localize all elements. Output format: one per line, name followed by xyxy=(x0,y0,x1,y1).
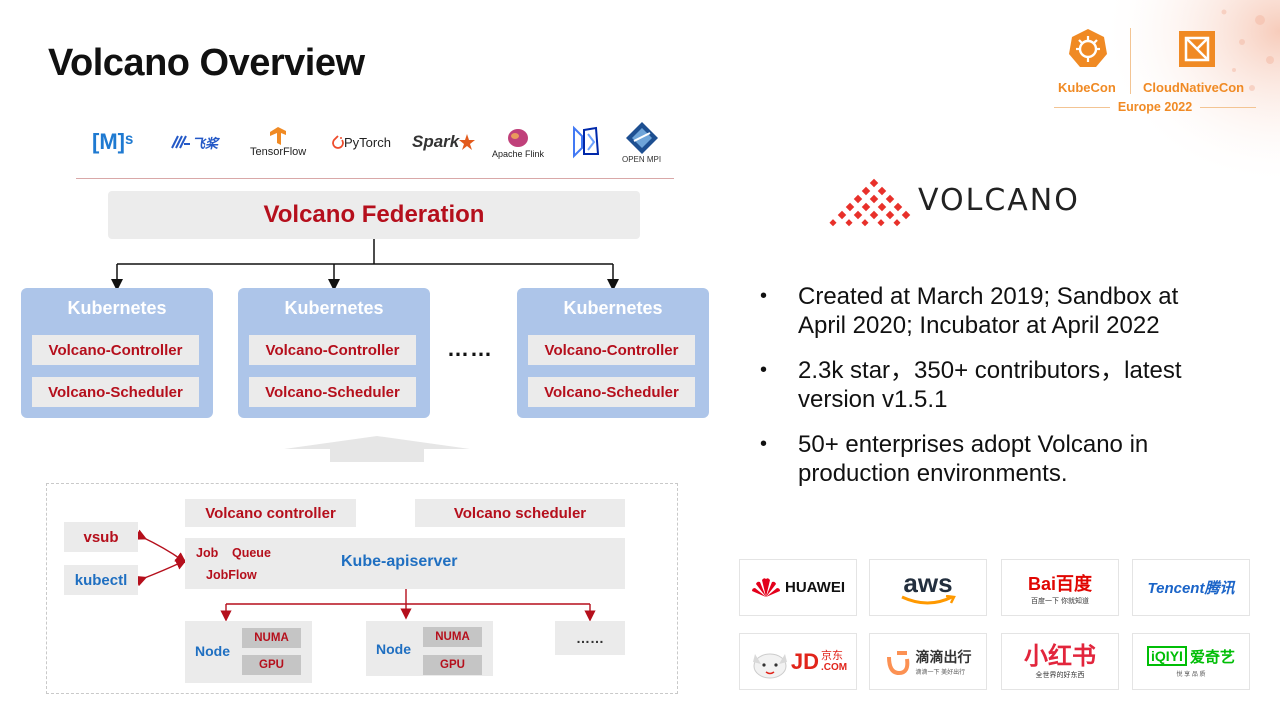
volcano-controller-box: Volcano-Controller xyxy=(528,335,695,365)
didi-slogan: 滴滴一下 美好出行 xyxy=(915,670,966,676)
fact-history: Created at March 2019; Sandbox at April … xyxy=(760,282,1200,340)
cluster-title: Kubernetes xyxy=(67,298,167,318)
volcano-scheduler-box: Volcano-Scheduler xyxy=(249,377,416,407)
flink-label: Apache Flink xyxy=(492,149,545,159)
edition-rule-right xyxy=(1200,107,1256,108)
cluster-title: Kubernetes xyxy=(563,298,663,318)
fact-adoption: 50+ enterprises adopt Volcano in product… xyxy=(760,430,1200,488)
crd-job-label: Job xyxy=(196,546,219,560)
xiaohongshu-logo: 小红书 全世界的好东西 xyxy=(1001,633,1119,690)
slide-title: Volcano Overview xyxy=(48,42,365,84)
spark-logo: Spark xyxy=(412,118,476,166)
aws-label: aws xyxy=(903,567,953,598)
tencent-logo: Tencent腾讯 xyxy=(1132,559,1250,616)
baidu-label: Bai百度 xyxy=(1027,573,1092,594)
cluster-title: Kubernetes xyxy=(284,298,384,318)
kubecon-logo-icon xyxy=(1069,29,1107,67)
volcano-controller-box: Volcano-Controller xyxy=(249,335,416,365)
node-box-1: Node NUMA GPU xyxy=(185,621,312,683)
key-facts-list: Created at March 2019; Sandbox at April … xyxy=(760,282,1200,504)
node-box-2: Node NUMA GPU xyxy=(366,621,493,676)
huawei-flower-icon xyxy=(752,577,780,597)
volcano-scheduler-detail: Volcano scheduler xyxy=(415,499,625,527)
openmpi-icon xyxy=(625,121,658,154)
xiaohongshu-label: 小红书 xyxy=(1024,642,1096,670)
flink-logo: Apache Flink xyxy=(492,118,544,166)
huawei-label: HUAWEI xyxy=(785,579,845,596)
spark-star-icon xyxy=(459,134,476,150)
baidu-logo: Bai百度 百度一下 你就知道 xyxy=(1001,559,1119,616)
jd-logo: JD 京东 .COM xyxy=(739,633,857,690)
didi-label: 滴滴出行 xyxy=(915,649,972,665)
pytorch-label: PyTorch xyxy=(344,134,391,150)
node-label: Node xyxy=(376,641,411,657)
mindspore-logo: [M]ˢ xyxy=(92,118,133,166)
aws-logo: aws xyxy=(869,559,987,616)
node-ellipsis: …… xyxy=(555,621,625,655)
tensorflow-logo: TensorFlow xyxy=(250,118,306,166)
aws-smile-icon xyxy=(901,594,956,604)
volcano-controller-detail: Volcano controller xyxy=(185,499,356,527)
paddlepaddle-logo: 飞桨 xyxy=(170,118,218,166)
volcano-mark-icon xyxy=(829,178,911,227)
jd-label: JD xyxy=(790,648,819,674)
openmpi-logo: OPEN MPI xyxy=(622,118,661,166)
flink-squirrel-icon xyxy=(508,129,529,147)
cluster-detail-panel xyxy=(46,483,678,694)
node-label: Node xyxy=(195,643,230,659)
kube-apiserver-label: Kube-apiserver xyxy=(341,553,458,570)
jd-com-label: .COM xyxy=(821,661,848,673)
kubeflow-logo-icon xyxy=(568,118,604,166)
crd-queue-label: Queue xyxy=(232,546,271,560)
up-arrow-icon xyxy=(284,436,470,462)
pytorch-icon xyxy=(332,135,344,149)
brand-divider xyxy=(1130,28,1131,94)
volcano-federation-box: Volcano Federation xyxy=(108,191,640,239)
numa-chip: NUMA xyxy=(423,627,482,647)
tensorflow-icon xyxy=(270,127,287,145)
jd-cn-label: 京东 xyxy=(821,649,843,662)
pytorch-logo: PyTorch xyxy=(332,118,391,166)
kubernetes-cluster-1: Kubernetes Volcano-Controller Volcano-Sc… xyxy=(21,288,213,418)
volcano-scheduler-box: Volcano-Scheduler xyxy=(32,377,199,407)
iqiyi-slogan: 悦 享 品 质 xyxy=(1176,671,1206,678)
spark-label: Spark xyxy=(412,132,460,151)
openmpi-label: OPEN MPI xyxy=(622,154,662,164)
xiaohongshu-slogan: 全世界的好东西 xyxy=(1035,671,1085,679)
fact-community: 2.3k star，350+ contributors，latest versi… xyxy=(760,356,1200,414)
kubernetes-cluster-3: Kubernetes Volcano-Controller Volcano-Sc… xyxy=(517,288,709,418)
cloudnativecon-label: CloudNativeCon xyxy=(1143,80,1245,95)
tencent-label: Tencent腾讯 xyxy=(1147,580,1235,597)
kubectl-box: kubectl xyxy=(64,565,138,595)
numa-chip: NUMA xyxy=(242,628,301,648)
paddle-label: 飞桨 xyxy=(192,135,219,151)
kube-apiserver-box xyxy=(185,538,625,589)
vsub-box: vsub xyxy=(64,522,138,552)
edition-rule-left xyxy=(1054,107,1110,108)
jd-dog-icon xyxy=(752,653,787,678)
crd-jobflow-label: JobFlow xyxy=(206,568,257,582)
kubernetes-cluster-2: Kubernetes Volcano-Controller Volcano-Sc… xyxy=(238,288,430,418)
didi-logo: 滴滴出行 滴滴一下 美好出行 xyxy=(869,633,987,690)
iqiyi-label: iQIYI xyxy=(1147,646,1187,666)
iqiyi-cn-label: 爱奇艺 xyxy=(1189,648,1235,666)
didi-icon xyxy=(886,650,909,675)
tensorflow-label: TensorFlow xyxy=(250,146,307,158)
logos-divider xyxy=(76,178,674,179)
baidu-slogan: 百度一下 你就知道 xyxy=(1031,597,1089,605)
iqiyi-logo: iQIYI 爱奇艺 悦 享 品 质 xyxy=(1132,633,1250,690)
huawei-logo: HUAWEI xyxy=(739,559,857,616)
cluster-ellipsis: …… xyxy=(447,336,493,361)
volcano-controller-box: Volcano-Controller xyxy=(32,335,199,365)
paddle-icon xyxy=(171,135,190,149)
cloudnativecon-logo-icon xyxy=(1179,31,1215,67)
gpu-chip: GPU xyxy=(423,655,482,675)
event-edition: Europe 2022 xyxy=(1117,100,1193,114)
gpu-chip: GPU xyxy=(242,655,301,675)
volcano-scheduler-box: Volcano-Scheduler xyxy=(528,377,695,407)
mindspore-label: [M]ˢ xyxy=(92,129,134,154)
volcano-wordmark: VOLCANO xyxy=(918,183,1080,218)
kubecon-label: KubeCon xyxy=(1058,80,1116,95)
